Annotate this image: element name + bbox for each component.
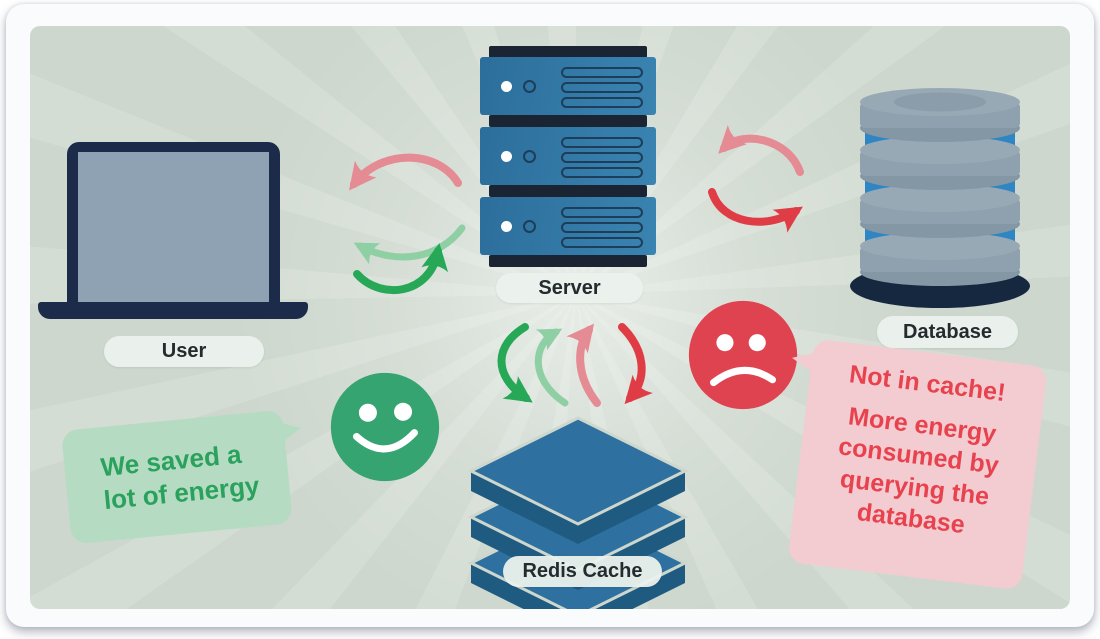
arrow-server-to-user-light-green bbox=[353, 224, 466, 265]
database-label-text: Database bbox=[903, 320, 992, 343]
database-disc bbox=[860, 88, 1020, 142]
server-unit bbox=[480, 127, 656, 185]
server-vents bbox=[561, 137, 643, 178]
database-disc bbox=[860, 136, 1020, 190]
arrow-redis-to-server-pink bbox=[566, 323, 601, 407]
laptop-screen bbox=[67, 142, 280, 316]
arrows-layer bbox=[348, 124, 804, 407]
database-disc bbox=[860, 232, 1020, 286]
more-energy-text: More energy consumed by querying the dat… bbox=[836, 401, 1001, 540]
server-label: Server bbox=[496, 273, 643, 303]
server-unit bbox=[480, 197, 656, 255]
database-label: Database bbox=[877, 316, 1018, 348]
energy-saved-bubble: We saved a lot of energy bbox=[61, 409, 293, 545]
arrow-server-to-redis-red bbox=[618, 323, 653, 405]
server-led-icon bbox=[501, 81, 512, 92]
redis-cache-label-text: Redis Cache bbox=[522, 560, 643, 582]
server-vents bbox=[561, 207, 643, 248]
not-in-cache-bubble: Not in cache! More energy consumed by qu… bbox=[787, 338, 1048, 591]
arrow-database-to-server-pink bbox=[718, 124, 804, 176]
sad-face-icon bbox=[688, 300, 798, 410]
arrow-user-to-server-green bbox=[353, 242, 449, 295]
server-button-icon bbox=[523, 150, 536, 163]
server-button-icon bbox=[523, 80, 536, 93]
database-disc bbox=[860, 184, 1020, 238]
cache-layers-icon bbox=[467, 416, 689, 609]
diagram-scene: User Server bbox=[30, 26, 1070, 609]
server-divider-bar bbox=[489, 185, 647, 197]
server-top-bar bbox=[489, 46, 647, 58]
arrow-redis-to-server-light-green bbox=[534, 328, 569, 407]
laptop-base bbox=[38, 302, 308, 319]
server-bottom-bar bbox=[489, 255, 647, 267]
arrow-server-to-redis-green bbox=[497, 323, 533, 403]
laptop-display bbox=[78, 152, 269, 316]
user-label: User bbox=[104, 336, 264, 367]
server-vents bbox=[561, 67, 643, 108]
server-unit bbox=[480, 57, 656, 115]
server-button-icon bbox=[523, 220, 536, 233]
server-led-icon bbox=[501, 151, 512, 162]
database-cylinder-icon bbox=[850, 88, 1030, 308]
user-label-text: User bbox=[161, 340, 207, 362]
redis-cache-label: Redis Cache bbox=[503, 556, 662, 587]
happy-face-icon bbox=[330, 372, 440, 482]
arrow-server-to-database-red bbox=[708, 188, 803, 233]
arrow-server-to-user-pink bbox=[348, 153, 462, 191]
server-label-text: Server bbox=[538, 276, 601, 299]
cache-plate bbox=[467, 416, 689, 544]
server-divider-bar bbox=[489, 115, 647, 127]
server-led-icon bbox=[501, 221, 512, 232]
